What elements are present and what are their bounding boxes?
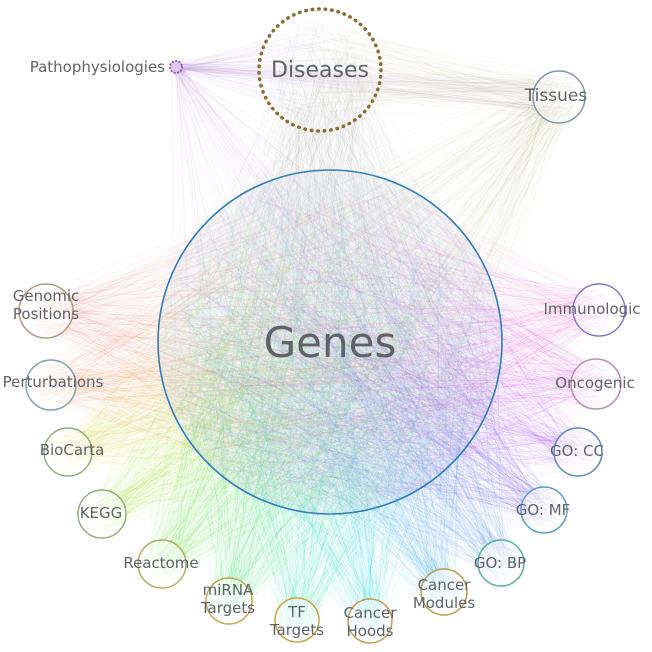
node-label-tissues: Tissues bbox=[524, 86, 588, 106]
edge-bundle-genes-go_mf bbox=[165, 174, 564, 530]
node-label-immunologic: Immunologic bbox=[543, 300, 640, 318]
node-label-kegg: KEGG bbox=[80, 504, 123, 522]
edge-bundle-pathophysiologies-diseases bbox=[170, 21, 368, 119]
node-pathophysiologies[interactable] bbox=[169, 60, 183, 74]
edge-bundle-genes-go_bp bbox=[167, 181, 520, 583]
node-go_bp[interactable] bbox=[477, 539, 525, 587]
edge-bundle-genes-genomic_positions bbox=[25, 179, 496, 511]
edge-bundle-genes-kegg bbox=[82, 179, 491, 534]
edge-bundle-genes-perturbations bbox=[30, 189, 491, 505]
edge-bundle-genes-tissues bbox=[165, 75, 580, 501]
node-label-diseases: Diseases bbox=[271, 58, 369, 83]
edge-bundle-genes-tf_targets bbox=[174, 188, 494, 639]
node-go_mf[interactable] bbox=[520, 486, 568, 534]
edge-bundle-genes-diseases bbox=[162, 20, 493, 508]
node-diseases[interactable] bbox=[257, 7, 383, 133]
node-label-go_mf: GO: MF bbox=[516, 501, 571, 519]
edge-bundle-pathophysiologies-tissues bbox=[170, 61, 577, 117]
edge-bundle-genes-oncogenic bbox=[179, 180, 616, 505]
node-tissues[interactable] bbox=[532, 70, 586, 124]
node-label-oncogenic: Oncogenic bbox=[555, 374, 634, 392]
node-label-biocarta: BioCarta bbox=[40, 441, 105, 459]
node-labels: Genes Diseases PathophysiologiesTissuesGen… bbox=[3, 58, 641, 640]
node-label-perturbations: Perturbations bbox=[3, 373, 104, 391]
node-tf_targets[interactable] bbox=[274, 597, 320, 643]
node-immunologic[interactable] bbox=[572, 283, 626, 337]
node-kegg[interactable] bbox=[77, 489, 127, 539]
node-label-pathophysiologies: Pathophysiologies bbox=[30, 58, 165, 76]
node-cancer_hoods[interactable] bbox=[347, 598, 393, 644]
edge-bundle-tissues-diseases bbox=[275, 19, 585, 123]
edge-bundle-genes-mirna_targets bbox=[163, 184, 498, 620]
node-label-reactome: Reactome bbox=[123, 554, 198, 572]
edge-bundle-genes-cancer_modules bbox=[166, 176, 498, 611]
edge-bundle-genes-cancer_hoods bbox=[171, 173, 497, 640]
edge-bundles bbox=[25, 19, 621, 640]
node-label-genes: Genes bbox=[264, 318, 397, 367]
nodes bbox=[18, 7, 626, 644]
edge-bundle-genes-reactome bbox=[141, 175, 480, 585]
node-genes[interactable] bbox=[157, 169, 503, 515]
node-oncogenic[interactable] bbox=[570, 358, 622, 410]
node-reactome[interactable] bbox=[137, 539, 187, 589]
node-go_cc[interactable] bbox=[553, 427, 603, 477]
edge-bundle-genes-go_cc bbox=[185, 178, 599, 503]
node-perturbations[interactable] bbox=[25, 359, 77, 411]
node-genomic_positions[interactable] bbox=[18, 283, 74, 339]
node-mirna_targets[interactable] bbox=[205, 577, 253, 625]
node-biocarta[interactable] bbox=[43, 427, 93, 477]
node-cancer_modules[interactable] bbox=[420, 568, 468, 616]
node-label-go_bp: GO: BP bbox=[474, 554, 526, 572]
edge-bundle-genes-immunologic bbox=[175, 176, 621, 508]
edge-bundle-genes-pathophysiologies bbox=[171, 62, 485, 506]
node-label-go_cc: GO: CC bbox=[550, 442, 604, 460]
